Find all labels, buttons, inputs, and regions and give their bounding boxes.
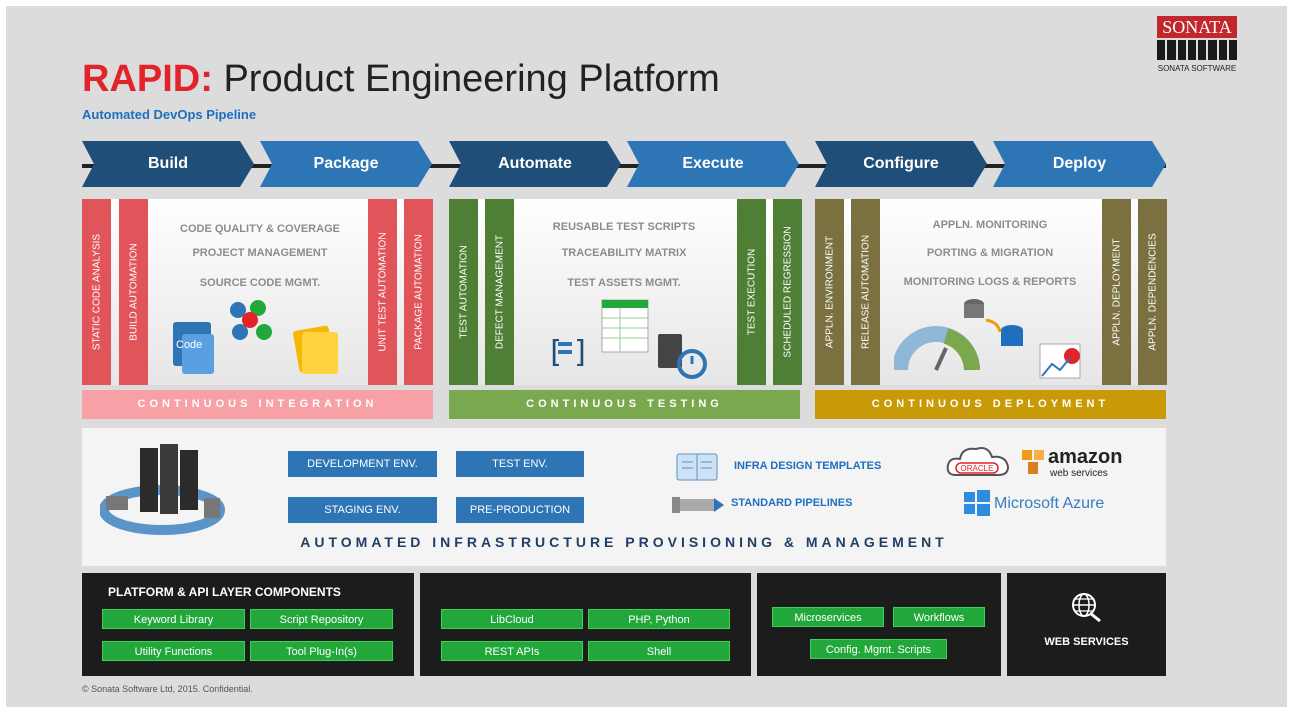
env-development[interactable]: DEVELOPMENT ENV. <box>288 451 437 477</box>
oracle-cloud-logo: ORACLE <box>946 443 1010 479</box>
bar-label: APPLN. DEPLOYMENT <box>1111 238 1122 346</box>
microsoft-azure-text: Microsoft Azure <box>994 495 1105 512</box>
web-services-label: WEB SERVICES <box>1044 636 1129 648</box>
ci-illustration: Code <box>168 300 348 380</box>
cd-item-appln-monitoring: APPLN. MONITORING <box>932 219 1048 231</box>
cd-illustration <box>892 292 1094 382</box>
component-microservices[interactable]: Microservices <box>772 607 884 627</box>
copyright: © Sonata Software Ltd, 2015. Confidentia… <box>82 684 253 694</box>
ct-item-reusable-scripts: REUSABLE TEST SCRIPTS <box>552 221 696 233</box>
pipeline-icon <box>672 494 724 516</box>
monitoring-gauge-icon <box>892 299 1081 379</box>
component-script-repository[interactable]: Script Repository <box>250 609 393 629</box>
env-staging[interactable]: STAGING ENV. <box>288 497 437 523</box>
ci-item-source-code-mgmt: SOURCE CODE MGMT. <box>199 277 321 289</box>
stage-package[interactable]: Package <box>260 141 432 187</box>
cd-bar-appln-environment: APPLN. ENVIRONMENT <box>815 199 844 385</box>
aws-cubes-icon <box>1020 448 1046 476</box>
bar-label: SCHEDULED REGRESSION <box>782 226 793 358</box>
standard-pipelines: STANDARD PIPELINES <box>731 497 853 509</box>
ct-item-traceability: TRACEABILITY MATRIX <box>561 247 687 259</box>
code-tools-icon: Code <box>173 300 338 374</box>
amazon-logo-text: amazon <box>1048 446 1123 468</box>
ci-item-project-management: PROJECT MANAGEMENT <box>192 247 328 259</box>
logo-caption: SONATA SOFTWARE <box>1157 64 1237 73</box>
bar-label: TEST EXECUTION <box>746 248 757 336</box>
globe-hand-icon <box>1070 591 1102 623</box>
bar-label: BUILD AUTOMATION <box>128 243 139 341</box>
component-php-python[interactable]: PHP, Python <box>588 609 730 629</box>
title-rapid: RAPID: <box>82 58 213 100</box>
bar-label: APPLN. DEPENDENCIES <box>1147 233 1158 351</box>
bar-label: STATIC CODE ANALYSIS <box>91 233 102 351</box>
stage-automate[interactable]: Automate <box>449 141 621 187</box>
code-label: Code <box>176 339 202 351</box>
component-utility-functions[interactable]: Utility Functions <box>102 641 245 661</box>
test-tools-icon: [ ] <box>546 299 707 379</box>
ct-bar-test-automation: TEST AUTOMATION <box>449 199 478 385</box>
cd-item-porting-migration: PORTING & MIGRATION <box>926 247 1054 259</box>
pipeline-connector <box>82 164 1166 168</box>
piano-keys-icon <box>1157 40 1237 60</box>
ct-illustration: [ ] <box>540 296 720 382</box>
sonata-logo: SONATA SONATA SOFTWARE <box>1152 16 1240 80</box>
page-title: RAPID: Product Engineering Platform <box>82 58 720 101</box>
ci-bar-static-code-analysis: STATIC CODE ANALYSIS <box>82 199 111 385</box>
title-rest: Product Engineering Platform <box>212 58 720 100</box>
band-continuous-deployment: CONTINUOUS DEPLOYMENT <box>815 390 1166 419</box>
ci-bar-unit-test-automation: UNIT TEST AUTOMATION <box>368 199 397 385</box>
component-rest-apis[interactable]: REST APIs <box>441 641 583 661</box>
component-tool-plugins[interactable]: Tool Plug-In(s) <box>250 641 393 661</box>
ct-item-test-assets: TEST ASSETS MGMT. <box>567 277 681 289</box>
web-services-panel <box>1007 573 1166 676</box>
component-config-mgmt-scripts[interactable]: Config. Mgmt. Scripts <box>810 639 947 659</box>
ct-bar-defect-management: DEFECT MANAGEMENT <box>485 199 514 385</box>
component-shell[interactable]: Shell <box>588 641 730 661</box>
bar-label: UNIT TEST AUTOMATION <box>377 232 388 352</box>
env-pre-production[interactable]: PRE-PRODUCTION <box>456 497 584 523</box>
ct-bar-test-execution: TEST EXECUTION <box>737 199 766 385</box>
templates-book-icon <box>676 452 718 482</box>
stage-build[interactable]: Build <box>82 141 254 187</box>
component-libcloud[interactable]: LibCloud <box>441 609 583 629</box>
oracle-label: ORACLE <box>961 464 994 473</box>
band-continuous-integration: CONTINUOUS INTEGRATION <box>82 390 433 419</box>
server-cycle-illustration <box>99 440 240 540</box>
ci-bar-package-automation: PACKAGE AUTOMATION <box>404 199 433 385</box>
component-keyword-library[interactable]: Keyword Library <box>102 609 245 629</box>
stage-deploy[interactable]: Deploy <box>993 141 1166 187</box>
amazon-web-services-text: web services <box>1050 468 1108 479</box>
ci-item-code-quality: CODE QUALITY & COVERAGE <box>180 223 340 235</box>
bar-label: APPLN. ENVIRONMENT <box>824 235 835 349</box>
bar-label: PACKAGE AUTOMATION <box>413 234 424 350</box>
bar-label: DEFECT MANAGEMENT <box>494 234 505 350</box>
platform-title: PLATFORM & API LAYER COMPONENTS <box>108 585 341 599</box>
ct-bar-scheduled-regression: SCHEDULED REGRESSION <box>773 199 802 385</box>
infra-design-templates: INFRA DESIGN TEMPLATES <box>734 460 882 472</box>
component-workflows[interactable]: Workflows <box>893 607 985 627</box>
band-continuous-testing: CONTINUOUS TESTING <box>449 390 800 419</box>
cd-bar-release-automation: RELEASE AUTOMATION <box>851 199 880 385</box>
infra-title: AUTOMATED INFRASTRUCTURE PROVISIONING & … <box>300 534 948 550</box>
server-rack-icon <box>99 444 225 535</box>
ci-bar-build-automation: BUILD AUTOMATION <box>119 199 148 385</box>
bar-label: TEST AUTOMATION <box>458 245 469 339</box>
cd-bar-appln-dependencies: APPLN. DEPENDENCIES <box>1138 199 1167 385</box>
bar-label: RELEASE AUTOMATION <box>860 234 871 350</box>
stage-configure[interactable]: Configure <box>815 141 987 187</box>
stage-execute[interactable]: Execute <box>627 141 799 187</box>
cd-bar-appln-deployment: APPLN. DEPLOYMENT <box>1102 199 1131 385</box>
env-test[interactable]: TEST ENV. <box>456 451 584 477</box>
windows-logo-icon <box>964 490 990 516</box>
page-subtitle: Automated DevOps Pipeline <box>82 107 257 122</box>
cd-item-monitoring-logs: MONITORING LOGS & REPORTS <box>903 276 1077 288</box>
logo-wordmark: SONATA <box>1157 16 1237 38</box>
svg-text:]: ] <box>572 335 590 370</box>
